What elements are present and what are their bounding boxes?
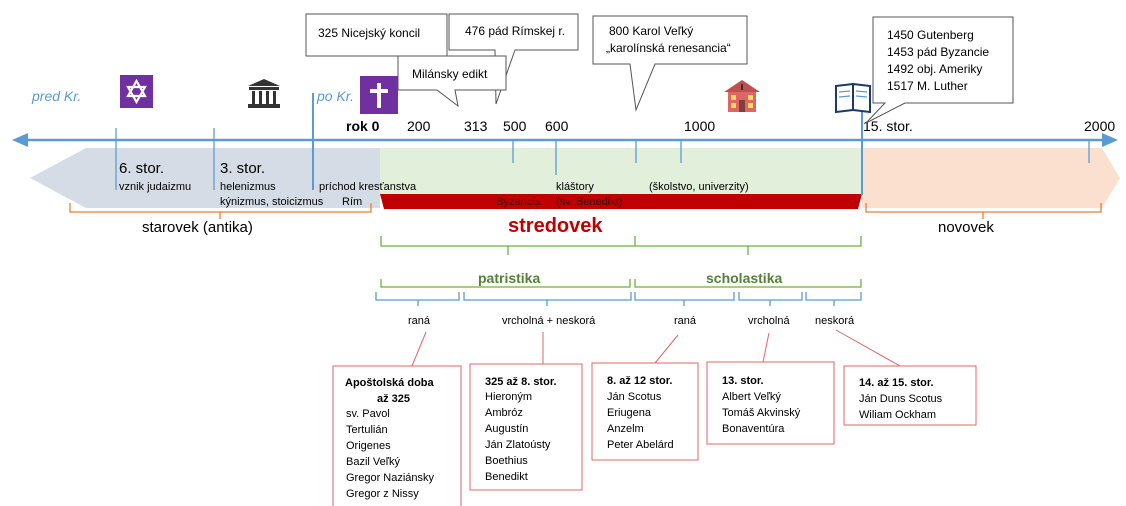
ancient-band <box>30 148 380 208</box>
svg-text:1450 Gutenberg: 1450 Gutenberg <box>887 28 974 42</box>
epoch-braces <box>69 203 1102 288</box>
tick-rok-0: rok 0 <box>346 118 380 134</box>
svg-text:až 325: až 325 <box>377 393 410 405</box>
phase-rana-patristika: raná <box>408 315 431 327</box>
callout-milansky-edikt: Milánsky edikt <box>397 55 507 108</box>
pred-kr-label: pred Kr. <box>31 88 81 104</box>
epoch-novovek: novovek <box>938 219 994 236</box>
svg-text:Augustín: Augustín <box>485 423 528 435</box>
tick-600: 600 <box>545 118 569 134</box>
phase-vrcholna: vrcholná <box>748 315 790 327</box>
phase-neskora: neskorá <box>815 315 855 327</box>
box-connectors <box>411 329 901 367</box>
label-vznik-judaizmu: vznik judaizmu <box>119 181 191 193</box>
cross-icon <box>360 76 398 114</box>
svg-text:„karolínská renesancia“: „karolínská renesancia“ <box>606 41 731 55</box>
school-icon <box>724 80 760 112</box>
svg-text:13. stor.: 13. stor. <box>722 375 764 387</box>
box-8-az-12-stor: 8. až 12 stor. Ján Scotus Eriugena Anzel… <box>591 362 699 461</box>
modern-band <box>862 148 1120 208</box>
svg-text:Ambróz: Ambróz <box>485 407 523 419</box>
label-sv-benedikt: (sv. Benedikt) <box>556 196 622 208</box>
svg-text:Ján Duns Scotus: Ján Duns Scotus <box>859 393 943 405</box>
tick-15-stor: 15. stor. <box>863 118 913 134</box>
svg-text:Ján Scotus: Ján Scotus <box>607 391 662 403</box>
tick-2000: 2000 <box>1084 118 1115 134</box>
label-klastory: kláštory <box>556 181 594 193</box>
svg-text:476 pád Rímskej r.: 476 pád Rímskej r. <box>465 24 565 38</box>
svg-text:800 Karol Veľký: 800 Karol Veľký <box>609 24 693 38</box>
main-axis <box>12 133 1118 147</box>
epoch-starovek: starovek (antika) <box>142 219 253 236</box>
svg-text:Tertulián: Tertulián <box>346 424 388 436</box>
label-skolstvo: (školstvo, univerzity) <box>649 181 749 193</box>
svg-text:325 až 8. stor.: 325 až 8. stor. <box>485 376 557 388</box>
label-rim: Rím <box>342 196 362 208</box>
phase-rana-scholastika: raná <box>674 315 697 327</box>
svg-text:Peter Abelárd: Peter Abelárd <box>607 439 674 451</box>
label-6-stor: 6. stor. <box>119 160 164 177</box>
label-byzancia: Byzancia <box>496 196 542 208</box>
epoch-stredovek: stredovek <box>508 215 603 237</box>
svg-text:325 Nicejský koncil: 325 Nicejský koncil <box>318 26 420 40</box>
phase-vrcholna-neskora: vrcholná + neskorá <box>502 315 596 327</box>
temple-icon <box>248 79 280 108</box>
box-apostolska-doba: Apoštolská doba až 325 sv. Pavol Tertuli… <box>332 365 462 506</box>
label-helenizmus: helenizmus <box>220 181 276 193</box>
axis-arrow-left <box>12 133 28 147</box>
svg-text:Gregor Naziánsky: Gregor Naziánsky <box>346 472 435 484</box>
svg-text:sv. Pavol: sv. Pavol <box>346 408 390 420</box>
svg-text:Boethius: Boethius <box>485 455 528 467</box>
box-14-az-15-stor: 14. až 15. stor. Ján Duns Scotus Wiliam … <box>843 365 977 426</box>
po-kr-label: po Kr. <box>316 88 354 104</box>
svg-text:Origenes: Origenes <box>346 440 391 452</box>
school-scholastika: scholastika <box>706 270 782 286</box>
svg-text:Benedikt: Benedikt <box>485 471 528 483</box>
box-13-stor: 13. stor. Albert Veľký Tomáš Akvinský Bo… <box>706 361 835 445</box>
byzantium-bar <box>380 194 862 209</box>
svg-text:1517 M. Luther: 1517 M. Luther <box>887 79 968 93</box>
star-of-david-icon <box>120 75 153 108</box>
svg-text:Bazil Veľký: Bazil Veľký <box>346 456 400 468</box>
svg-text:Hieroným: Hieroným <box>485 391 532 403</box>
tick-200: 200 <box>407 118 431 134</box>
label-prichod-krestanstva: príchod kresťanstva <box>319 181 417 193</box>
tick-500: 500 <box>503 118 527 134</box>
svg-text:Ján Zlatoústy: Ján Zlatoústy <box>485 439 551 451</box>
school-patristika: patristika <box>478 270 540 286</box>
svg-text:1453 pád Byzancie: 1453 pád Byzancie <box>887 45 989 59</box>
tick-1000: 1000 <box>684 118 715 134</box>
phase-braces <box>375 292 862 306</box>
brace-stredovek <box>380 236 862 247</box>
svg-text:14. až 15. stor.: 14. až 15. stor. <box>859 377 934 389</box>
axis-arrow-right <box>1102 133 1118 147</box>
svg-text:Tomáš Akvinský: Tomáš Akvinský <box>722 407 801 419</box>
svg-text:Gregor z Nissy: Gregor z Nissy <box>346 488 419 500</box>
svg-text:Apoštolská doba: Apoštolská doba <box>345 377 435 389</box>
label-3-stor: 3. stor. <box>220 160 265 177</box>
tick-313: 313 <box>464 118 488 134</box>
brace-patristika <box>380 279 631 288</box>
callout-modern-events: 1450 Gutenberg 1453 pád Byzancie 1492 ob… <box>865 16 1014 124</box>
svg-text:8. až 12 stor.: 8. až 12 stor. <box>607 375 672 387</box>
svg-text:Albert Veľký: Albert Veľký <box>722 391 781 403</box>
year-markers <box>115 93 1090 195</box>
book-icon <box>835 82 871 114</box>
svg-text:Eriugena: Eriugena <box>607 407 652 419</box>
brace-scholastika <box>634 279 862 288</box>
box-325-az-8-stor: 325 až 8. stor. Hieroným Ambróz Augustín… <box>469 363 583 491</box>
svg-text:Anzelm: Anzelm <box>607 423 644 435</box>
svg-text:1492 obj. Ameriky: 1492 obj. Ameriky <box>887 62 982 76</box>
svg-text:Bonaventúra: Bonaventúra <box>722 423 785 435</box>
svg-text:Milánsky edikt: Milánsky edikt <box>412 67 488 81</box>
svg-text:Wiliam Ockham: Wiliam Ockham <box>859 409 936 421</box>
medieval-band <box>380 148 862 196</box>
callout-karol-velky: 800 Karol Veľký „karolínská renesancia“ <box>592 15 748 112</box>
label-kynizmus: kýnizmus, stoicizmus <box>220 196 324 208</box>
